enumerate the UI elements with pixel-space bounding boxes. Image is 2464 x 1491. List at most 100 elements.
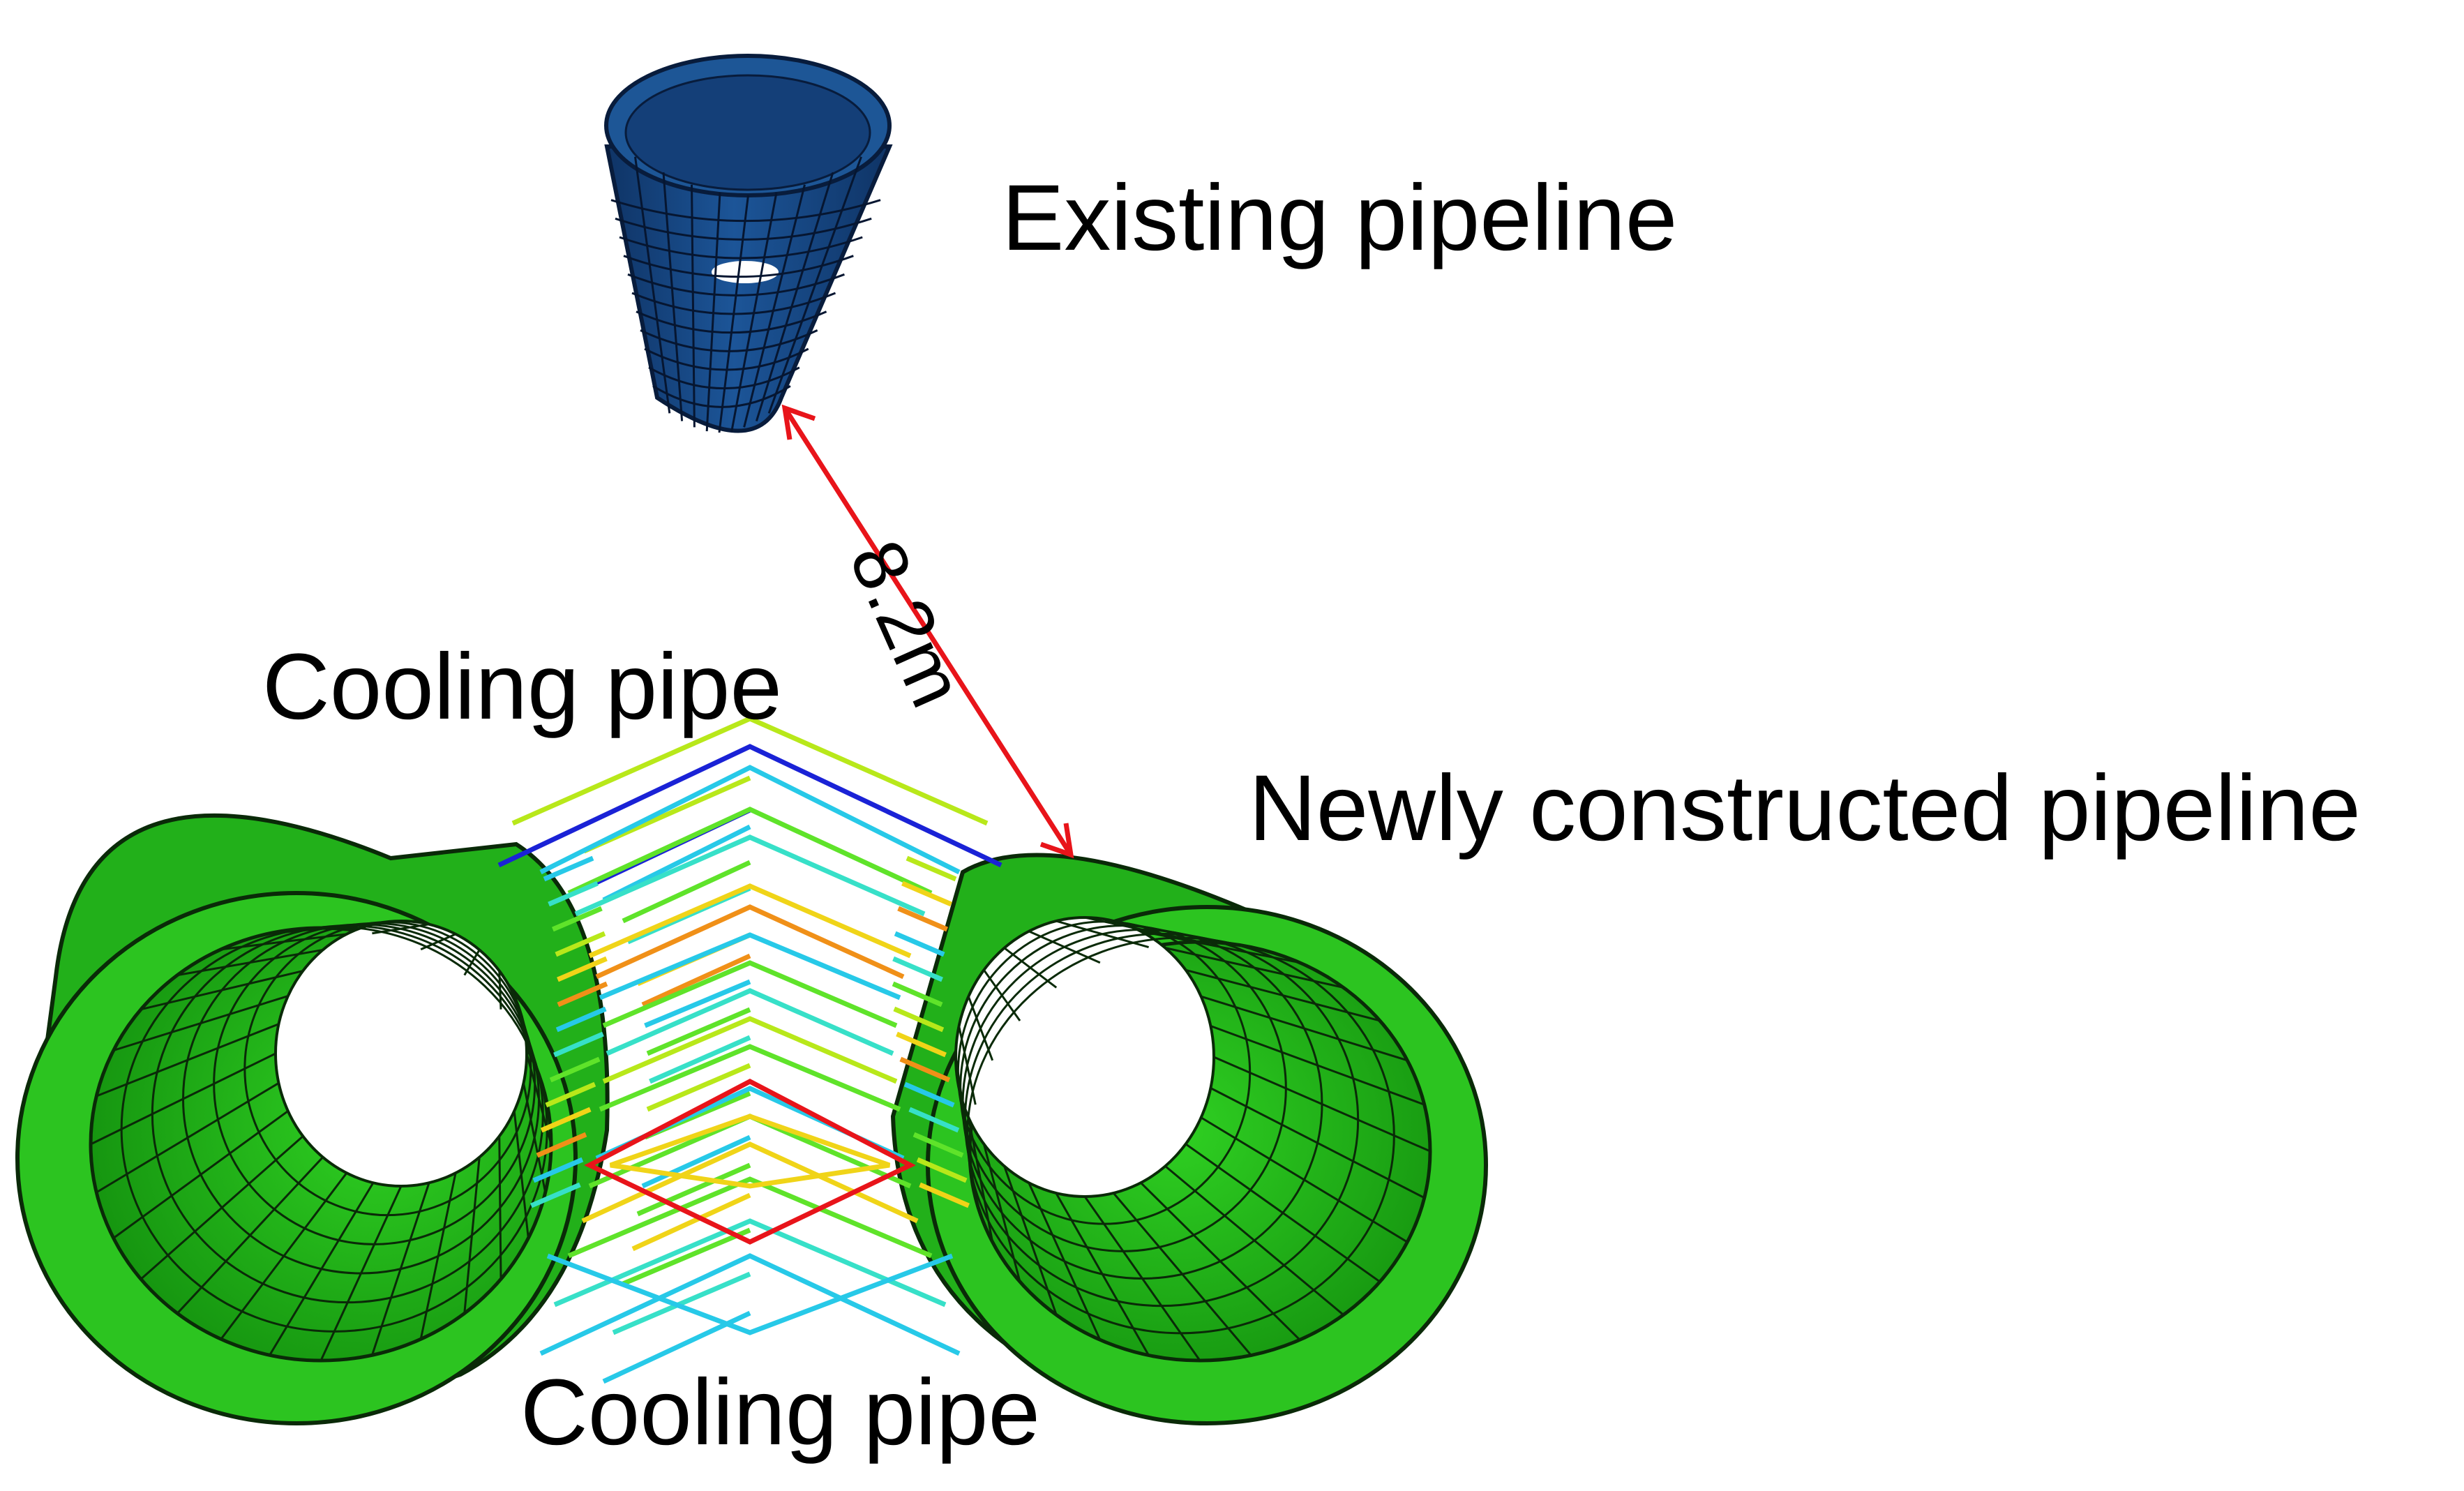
cooling-pipe-segment <box>588 883 912 959</box>
pipe-mesh-radial <box>96 1081 280 1194</box>
cooling-pipe-stub <box>896 1031 947 1058</box>
pipe-mesh-radial <box>220 1172 348 1340</box>
distance-arrow-head-top <box>781 404 816 440</box>
existing-mesh-line <box>743 184 806 428</box>
cooling-pipe-segment <box>602 824 751 903</box>
cooling-pipe-segment <box>574 834 926 917</box>
cooling-pipe-stub <box>540 1107 592 1133</box>
pipe-mesh-radial <box>1210 1025 1425 1106</box>
cooling-pipe-stub <box>549 1056 601 1083</box>
existing-pipeline <box>604 54 893 433</box>
cooling-pipe-segment <box>649 1035 751 1084</box>
cooling-pipe-segment <box>567 807 933 896</box>
cooling-pipe-segment <box>588 1114 912 1189</box>
pipe-mesh-radial <box>1028 1182 1102 1340</box>
pipe-mesh-radial <box>958 1088 977 1198</box>
existing-mesh-ring <box>631 292 836 315</box>
existing-mesh-ring <box>623 255 854 278</box>
cooling-pipe-stub <box>545 1081 596 1108</box>
cooling-pipe-diamond <box>584 1079 916 1245</box>
cooling-pipe-stub <box>548 881 599 907</box>
pipe-mesh-radial <box>1083 1196 1201 1361</box>
pipe-mesh-radial <box>1028 930 1101 964</box>
pipe-mesh-radial <box>96 1023 280 1097</box>
pipe-mesh-radial <box>176 1156 324 1314</box>
pipe-mesh-radial <box>523 1024 547 1097</box>
existing-mesh-ring <box>619 236 863 260</box>
pipe-mesh-radial <box>463 1157 481 1314</box>
cooling-pipe-stub <box>919 1182 970 1208</box>
label-cooling-pipe-top: Cooling pipe <box>262 635 782 739</box>
pipe-mesh-radial <box>112 1110 289 1239</box>
pipe-mesh-radial <box>1084 916 1201 943</box>
existing-pipe-inner <box>624 74 871 191</box>
pipe-mesh-radial <box>498 971 502 1010</box>
cooling-pipe-segment <box>595 904 905 980</box>
pipe-mesh-radial <box>463 949 481 976</box>
existing-mesh-line <box>691 184 696 428</box>
pipe-mesh-radial <box>1113 920 1252 948</box>
pipe-mesh-radial <box>420 933 456 951</box>
existing-mesh-ring <box>652 385 791 408</box>
existing-pipe-opening <box>712 261 779 283</box>
cooling-pipe-stub <box>894 931 945 957</box>
cooling-pipe-segment <box>602 1016 898 1084</box>
cooling-pipe-segment <box>599 1044 901 1112</box>
pipe-mesh-radial <box>982 1144 1021 1282</box>
cooling-pipe-stub <box>893 1006 945 1033</box>
cooling-pipe-segment <box>567 1176 933 1259</box>
new-pipe-left-mesh <box>90 920 553 1361</box>
pipe-mesh-radial <box>1003 947 1058 989</box>
pipe-mesh-radial <box>372 923 430 935</box>
cooling-pipe-stub <box>901 881 952 907</box>
cooling-pipe-segment <box>612 1271 751 1335</box>
existing-mesh-ring <box>640 329 818 352</box>
cooling-pipe-segment <box>539 1253 961 1356</box>
existing-mesh-ring <box>636 310 827 334</box>
pipe-mesh-radial <box>269 1182 375 1356</box>
cooling-pipe-segment <box>581 1141 919 1224</box>
cooling-pipe-stub <box>908 1107 960 1133</box>
new-pipeline-left <box>15 813 610 1425</box>
cooling-pipe-segment <box>599 932 901 1001</box>
pipe-mesh-radial <box>523 1082 547 1193</box>
cooling-pipe-segment <box>546 1253 954 1335</box>
pipe-mesh-radial <box>954 1056 971 1152</box>
cooling-pipe-stub <box>543 855 594 882</box>
pipe-mesh-radial <box>1185 968 1381 1022</box>
new-pipeline-right <box>890 853 1488 1425</box>
cooling-pipe-segment <box>602 960 898 1028</box>
pipe-mesh-radial <box>967 1117 994 1243</box>
cooling-pipe-segment <box>631 1192 751 1252</box>
pipe-mesh-radial <box>498 1136 502 1280</box>
new-pipe-left-opening <box>274 920 528 1187</box>
cooling-pipe-segment <box>646 1063 751 1112</box>
cooling-pipe-stub <box>536 1132 587 1158</box>
cooling-pipe-segment <box>595 1086 905 1161</box>
cooling-pipe-segment <box>622 860 751 924</box>
pipe-mesh-radial <box>1201 995 1408 1062</box>
distance-arrow <box>781 404 1074 859</box>
cooling-pipe-segment <box>641 1134 751 1189</box>
cooling-pipe-stub <box>555 931 606 957</box>
cooling-pipe-segment <box>539 765 961 875</box>
existing-mesh-ring <box>644 347 809 371</box>
existing-mesh-ring <box>610 199 881 223</box>
pipe-mesh-radial <box>220 933 347 951</box>
pipe-mesh-radial <box>513 1111 529 1238</box>
cooling-pipe-stub <box>899 1056 951 1083</box>
cooling-pipe-segment <box>622 1227 751 1287</box>
cooling-pipe-segment <box>606 988 894 1056</box>
cooling-pipe-segment <box>644 979 751 1028</box>
cooling-pipe-stub <box>530 1182 581 1208</box>
existing-mesh-ring <box>627 273 845 297</box>
existing-mesh-line <box>634 156 671 414</box>
existing-mesh-line <box>730 192 778 432</box>
pipe-mesh-radial <box>1213 1056 1431 1153</box>
cooling-pipe-stub <box>897 906 949 932</box>
pipe-mesh-radial <box>958 1026 977 1105</box>
pipe-mesh-radial <box>1056 920 1149 948</box>
label-cooling-pipe-bottom: Cooling pipe <box>520 1361 1040 1464</box>
pipe-mesh-radial <box>1140 1182 1301 1341</box>
pipe-mesh-radial <box>1003 1165 1058 1316</box>
